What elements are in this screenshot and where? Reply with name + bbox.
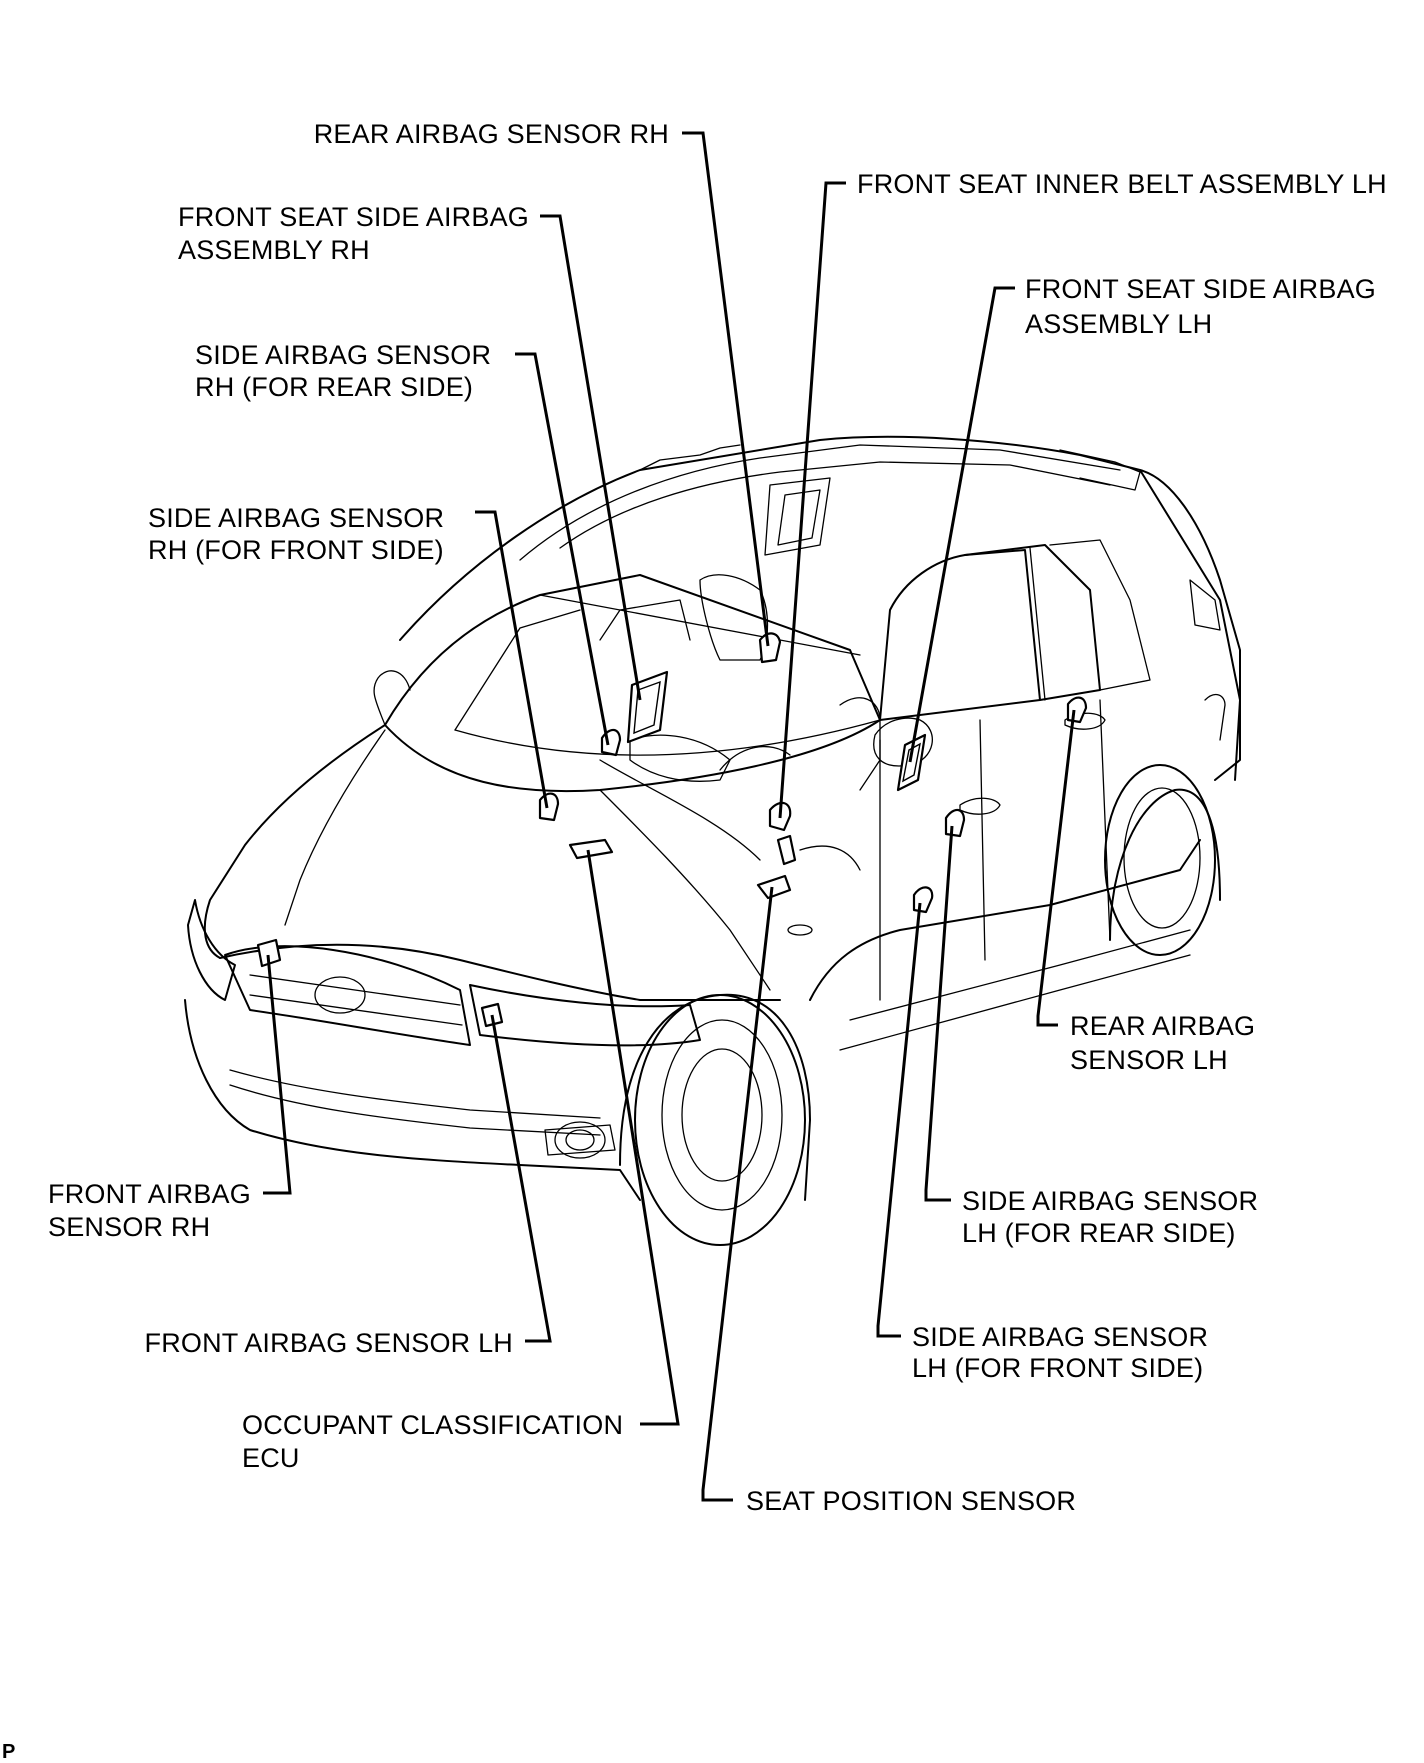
occupant-classification-ecu-part [568,838,614,860]
label-front-seat-side-airbag-lh-line1: FRONT SEAT SIDE AIRBAG [1025,274,1376,304]
leader-front-seat-side-airbag-rh [540,214,642,701]
label-side-airbag-sensor-lh-rear-line1: SIDE AIRBAG SENSOR [962,1186,1258,1216]
rear-airbag-sensor-lh-part [1066,696,1088,724]
label-side-airbag-sensor-rh-rear-line1: SIDE AIRBAG SENSOR [195,340,491,370]
label-front-seat-inner-belt-lh: FRONT SEAT INNER BELT ASSEMBLY LH [857,169,1387,199]
label-front-airbag-sensor-rh-line1: FRONT AIRBAG [48,1179,251,1209]
label-rear-airbag-sensor-lh-line1: REAR AIRBAG [1070,1011,1255,1041]
label-side-airbag-sensor-rh-front-line1: SIDE AIRBAG SENSOR [148,503,444,533]
footer-code: P [2,1741,15,1763]
vehicle-illustration [184,435,1241,1246]
leader-side-airbag-sensor-lh-rear [924,825,954,1202]
label-side-airbag-sensor-lh-front-line2: LH (FOR FRONT SIDE) [912,1353,1203,1383]
leader-occupant-classification-ecu [586,849,680,1426]
label-front-airbag-sensor-rh-line2: SENSOR RH [48,1212,210,1242]
label-front-seat-side-airbag-lh-line2: ASSEMBLY LH [1025,309,1212,339]
leader-lines [263,131,1076,1502]
leader-side-airbag-sensor-rh-front [475,510,549,809]
leader-side-airbag-sensor-rh-rear [515,352,610,746]
label-side-airbag-sensor-rh-front-line2: RH (FOR FRONT SIDE) [148,535,444,565]
leader-front-airbag-sensor-rh [263,954,292,1195]
leader-rear-airbag-sensor-lh [1036,709,1076,1027]
label-front-seat-side-airbag-rh-line1: FRONT SEAT SIDE AIRBAG [178,202,529,232]
side-airbag-sensor-lh-front-part [912,886,934,914]
front-airbag-sensor-rh-part [256,938,282,968]
callout-labels: REAR AIRBAG SENSOR RH FRONT SEAT INNER B… [48,119,1387,1516]
leader-seat-position-sensor [701,886,774,1502]
label-occupant-classification-ecu-line1: OCCUPANT CLASSIFICATION [242,1410,623,1440]
label-occupant-classification-ecu-line2: ECU [242,1443,300,1473]
label-front-seat-side-airbag-rh-line2: ASSEMBLY RH [178,235,370,265]
vehicle-components [256,632,1088,1028]
front-seat-inner-belt-lh-part [768,801,797,866]
side-airbag-sensor-rh-front-part [538,792,560,822]
front-seat-side-airbag-rh-part [626,670,669,744]
label-rear-airbag-sensor-rh: REAR AIRBAG SENSOR RH [314,119,669,149]
front-seat-side-airbag-lh-part [896,733,927,792]
side-airbag-sensor-lh-rear-part [944,808,966,838]
leader-front-airbag-sensor-lh [490,1014,552,1343]
leader-rear-airbag-sensor-rh [682,131,770,647]
label-seat-position-sensor: SEAT POSITION SENSOR [746,1486,1076,1516]
leader-front-seat-side-airbag-lh [908,286,1015,763]
label-side-airbag-sensor-lh-front-line1: SIDE AIRBAG SENSOR [912,1322,1208,1352]
rear-airbag-sensor-rh-part [758,632,782,664]
leader-side-airbag-sensor-lh-front [876,902,922,1338]
seat-position-sensor-part [756,874,792,900]
label-rear-airbag-sensor-lh-line2: SENSOR LH [1070,1045,1228,1075]
label-side-airbag-sensor-lh-rear-line2: LH (FOR REAR SIDE) [962,1218,1236,1248]
label-front-airbag-sensor-lh: FRONT AIRBAG SENSOR LH [145,1328,513,1358]
leader-front-seat-inner-belt-lh [778,181,846,819]
label-side-airbag-sensor-rh-rear-line2: RH (FOR REAR SIDE) [195,372,473,402]
